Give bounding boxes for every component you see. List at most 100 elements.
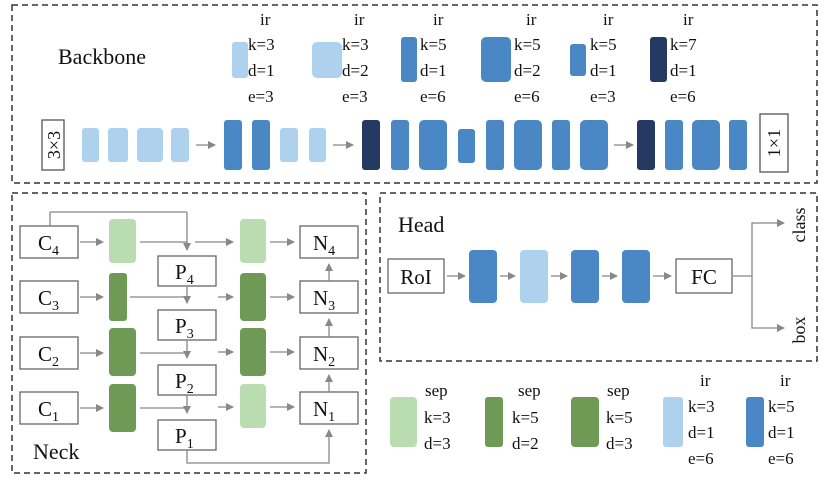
stem-conv-box (41, 119, 65, 171)
c-inputs: C4 C3 C2 C1 (19, 225, 79, 425)
legend-ir-k3-d1-e6-swatch (663, 397, 683, 447)
p3-label: P3 (175, 314, 194, 342)
legend-e: e=3 (590, 87, 616, 106)
legend-k: k=5 (606, 408, 633, 427)
legend-k: k=3 (248, 35, 275, 54)
backbone-legend: ir k=3 d=1 e=3 ir k=3 d=2 e=3 ir k=5 d=1… (232, 10, 697, 106)
ir-block (362, 120, 380, 170)
legend-op: ir (700, 371, 711, 390)
backbone-blocks (82, 120, 747, 170)
ir-block (391, 120, 409, 170)
c4-label: C4 (38, 231, 59, 259)
roi-label: RoI (400, 265, 432, 289)
legend-op: sep (607, 381, 630, 400)
box-output-arrow (751, 276, 785, 332)
legend-ir-k5-d1-e6-swatch (746, 397, 764, 447)
ir-block (82, 128, 99, 162)
n-nodes: N4 N3 N2 N1 (186, 225, 359, 464)
legend-k: k=3 (342, 35, 369, 54)
backbone-panel (11, 4, 818, 184)
ir-block (552, 120, 570, 170)
legend-sep-k3-d3-swatch (390, 397, 417, 447)
legend-d: d=2 (512, 434, 539, 453)
head-ir-block (571, 250, 599, 303)
legend-k: k=5 (512, 408, 539, 427)
legend-e: e=6 (688, 449, 714, 468)
legend-ir-k7-d1-e6-swatch (650, 37, 667, 82)
ir-block (309, 128, 326, 162)
sep-block (109, 384, 136, 432)
legend-e: e=6 (514, 87, 540, 106)
p-nodes: P4 P3 P2 P1 (49, 211, 217, 452)
ir-block (137, 128, 163, 162)
n1-label: N1 (313, 397, 335, 425)
legend-d: d=1 (670, 61, 697, 80)
c4-box (19, 225, 79, 259)
ir-block (729, 120, 747, 170)
ir-block (580, 120, 608, 170)
legend-k: k=3 (424, 408, 451, 427)
ir-block (280, 128, 298, 162)
sep-block (109, 273, 127, 321)
sep-block (240, 219, 266, 263)
legend-k: k=3 (688, 397, 715, 416)
ir-block (108, 128, 128, 162)
legend-op: ir (526, 10, 537, 29)
neck-title: Neck (33, 439, 79, 464)
flow-arrow (186, 429, 333, 464)
legend-d: d=1 (420, 61, 447, 80)
legend-e: e=6 (670, 87, 696, 106)
p1-label: P1 (175, 424, 194, 452)
ir-block (514, 120, 542, 170)
sep-block (240, 384, 266, 428)
legend-d: d=1 (248, 61, 275, 80)
legend-op: ir (603, 10, 614, 29)
legend-op: ir (354, 10, 365, 29)
backbone-title: Backbone (58, 44, 146, 69)
ir-block (665, 120, 683, 170)
roi-box (387, 258, 445, 294)
legend-e: e=3 (248, 87, 274, 106)
legend-d: d=3 (606, 434, 633, 453)
head-panel (379, 192, 818, 362)
ir-block (171, 128, 189, 162)
head-ir-block (520, 250, 548, 303)
fc-label: FC (691, 265, 717, 289)
ir-block (486, 120, 504, 170)
legend-d: d=3 (424, 434, 451, 453)
legend-d: d=1 (688, 423, 715, 442)
n3-box (299, 280, 359, 314)
legend-ir-k5-d1-e3-swatch (570, 44, 586, 76)
ir-block (637, 120, 655, 170)
ir-block (692, 120, 720, 170)
n4-box (299, 225, 359, 259)
legend-k: k=5 (420, 35, 447, 54)
p3-box (157, 309, 217, 341)
head-ir-block (469, 250, 497, 303)
legend-ir-k5-d2-e6-swatch (481, 37, 511, 82)
legend-op: ir (260, 10, 271, 29)
legend-ir-k3-d2-e3-swatch (312, 42, 342, 78)
legend-k: k=5 (590, 35, 617, 54)
p2-label: P2 (175, 369, 194, 397)
c1-label: C1 (38, 397, 59, 425)
legend-k: k=5 (514, 35, 541, 54)
legend-e: e=6 (768, 449, 794, 468)
neck-col2-blocks (195, 219, 266, 428)
neck-panel (11, 192, 367, 474)
p1-box (157, 419, 217, 451)
sep-block (240, 328, 266, 376)
final-conv-box (759, 113, 789, 173)
legend-op: ir (433, 10, 444, 29)
class-output-arrow (751, 219, 785, 276)
legend-ir-k5-d1-e6-swatch (401, 37, 417, 82)
ir-block (458, 129, 475, 163)
final-conv-label: 1×1 (764, 129, 784, 157)
legend-d: d=2 (342, 61, 369, 80)
box-output-label: box (789, 317, 809, 344)
legend-sep-k5-d2-swatch (485, 397, 503, 447)
ir-block (419, 120, 447, 170)
legend-op: sep (518, 381, 541, 400)
bottom-legend: sep k=3 d=3 sep k=5 d=2 sep k=5 d=3 ir k… (390, 371, 795, 468)
